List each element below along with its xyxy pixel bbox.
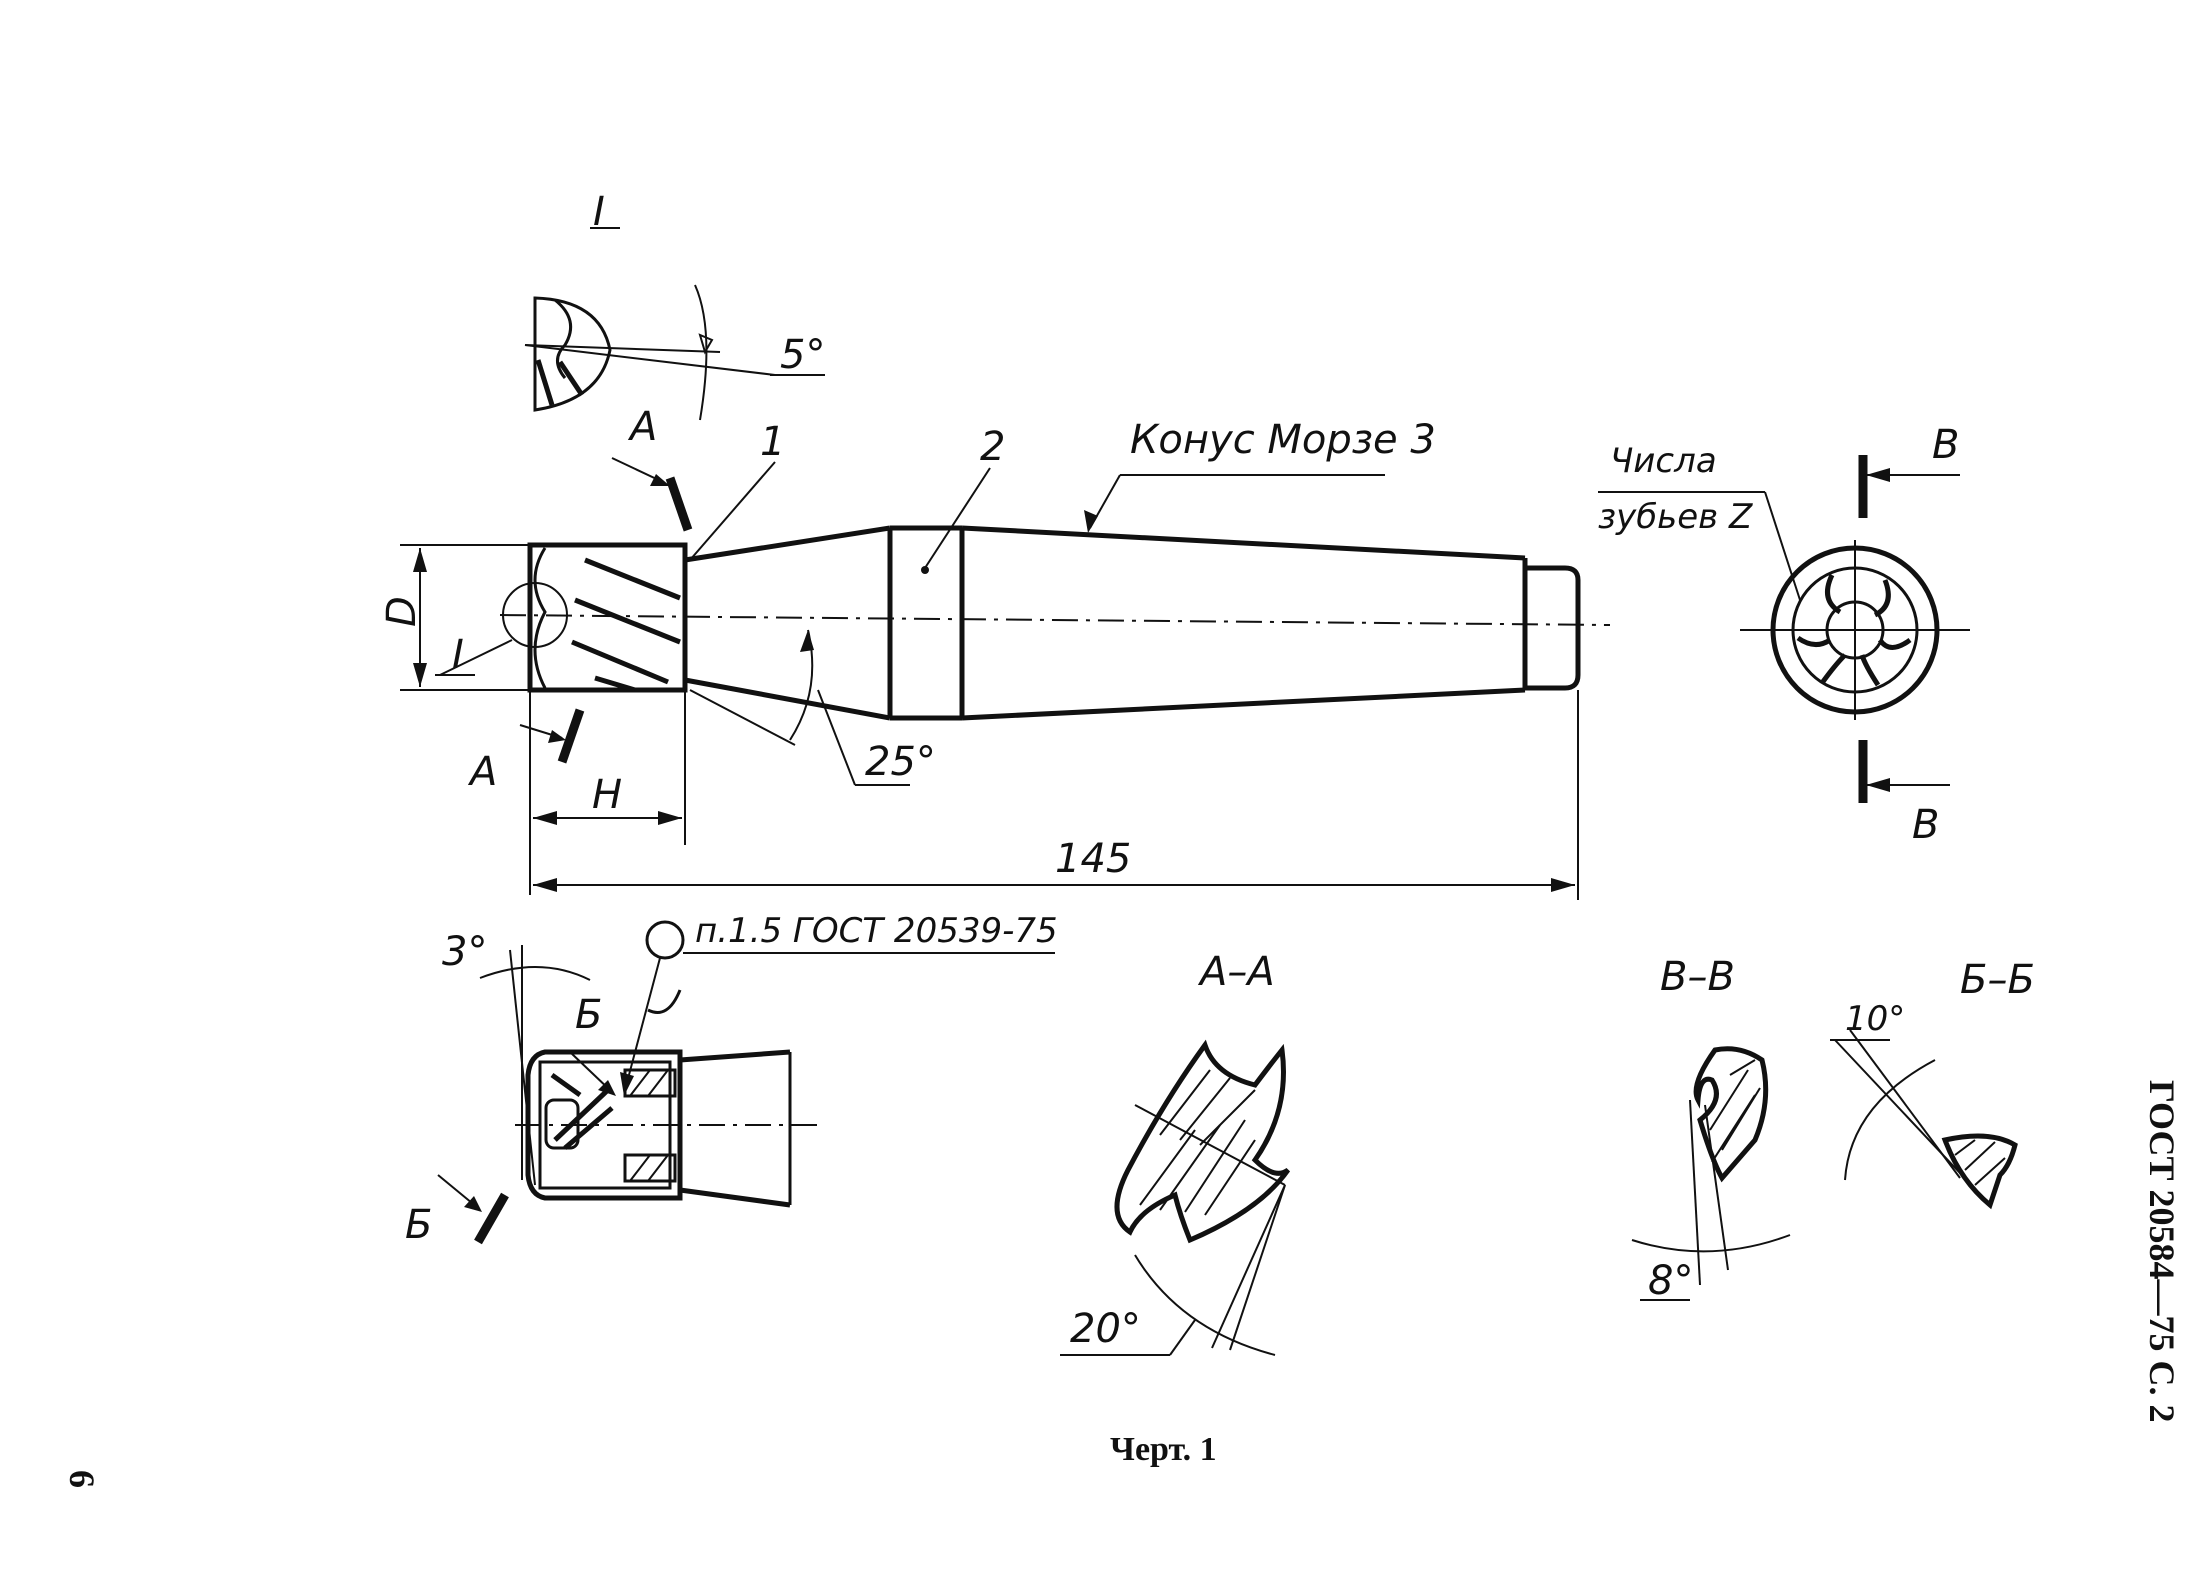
page-number: 6 [62, 1470, 102, 1488]
detail-angle-5: 5° [780, 332, 825, 378]
figure-caption: Черт. 1 [1110, 1431, 1217, 1468]
end-view-bore [1825, 600, 1885, 660]
section-b-mark-bottom [474, 1192, 509, 1245]
detail-view-i: I 5° [524, 189, 825, 421]
section-a-mark-top [665, 476, 693, 532]
section-bb-title: Б–Б [1960, 957, 2035, 1003]
section-a-mark-bottom [557, 708, 585, 764]
cutter-face-flutes [533, 547, 547, 689]
main-view: 1 2 Конус Морзе 3 A A D I H [379, 404, 1611, 900]
gost-header: ГОСТ 20584—75 С. 2 [2142, 1080, 2182, 1422]
end-view-outer-circle [1770, 545, 1940, 715]
section-v-letter-bottom: B [1912, 802, 1939, 848]
angle-8-arc [1631, 1234, 1791, 1253]
section-aa-title: A–A [1197, 949, 1275, 995]
section-vv-title: B–B [1660, 954, 1735, 1000]
end-view: Числа зубьев Z B B [1598, 422, 1970, 848]
surface-note: п.1.5 ГОСТ 20539-75 [695, 911, 1058, 951]
section-aa-profile [1114, 1039, 1291, 1244]
main-axis [499, 614, 1611, 626]
section-vv-profile [1693, 1046, 1769, 1183]
detail-flute-curve [554, 298, 573, 379]
surface-symbol-circle [645, 920, 685, 960]
taper-tang [1525, 565, 1581, 691]
angle-3-arc [479, 966, 591, 981]
taper-bottom-edge [961, 687, 1526, 721]
angle-20-arc [1134, 1254, 1276, 1356]
section-b-letter-bottom: Б [405, 1202, 432, 1248]
section-b-b: Б–Б 10° [1830, 957, 2035, 1210]
height-label: H [592, 772, 622, 818]
cutter-head [527, 542, 688, 693]
section-a-letter-bottom: A [467, 749, 497, 795]
section-v-letter-top: B [1932, 422, 1959, 468]
detail-i-circle [502, 582, 568, 648]
teeth-label-line1: Числа [1610, 441, 1717, 481]
length-145-label: 145 [1055, 836, 1131, 882]
angle-8-label: 8° [1648, 1258, 1693, 1304]
detail-ref-label: I [452, 632, 464, 678]
taper-top-edge [961, 525, 1526, 561]
part-2-label: 2 [980, 424, 1005, 470]
angle-20-label: 20° [1070, 1306, 1141, 1352]
cutter-section-view: 3° Б Б п.1.5 ГОСТ 20539-75 [405, 911, 1058, 1248]
angle-3-label: 3° [442, 929, 487, 975]
section-v-v: B–B 8° [1631, 954, 1791, 1304]
teeth-label-line2: зубьев Z [1598, 497, 1753, 537]
angle-25-label: 25° [865, 739, 936, 785]
section-a-a: A–A 20° [1060, 949, 1291, 1356]
section-a-letter-top: A [627, 404, 657, 450]
angle-10-label: 10° [1845, 999, 1905, 1039]
detail-tooth-outline [533, 296, 612, 412]
detail-angle-arc [694, 284, 708, 421]
section-b-letter-top: Б [575, 992, 602, 1038]
part-1-label: 1 [760, 419, 785, 465]
cutter-section-outline [525, 1049, 683, 1201]
taper-label: Конус Морзе 3 [1130, 417, 1436, 463]
detail-view-label: I [593, 189, 605, 235]
angle-10-arc [1844, 1059, 1936, 1181]
diameter-label: D [379, 596, 425, 627]
